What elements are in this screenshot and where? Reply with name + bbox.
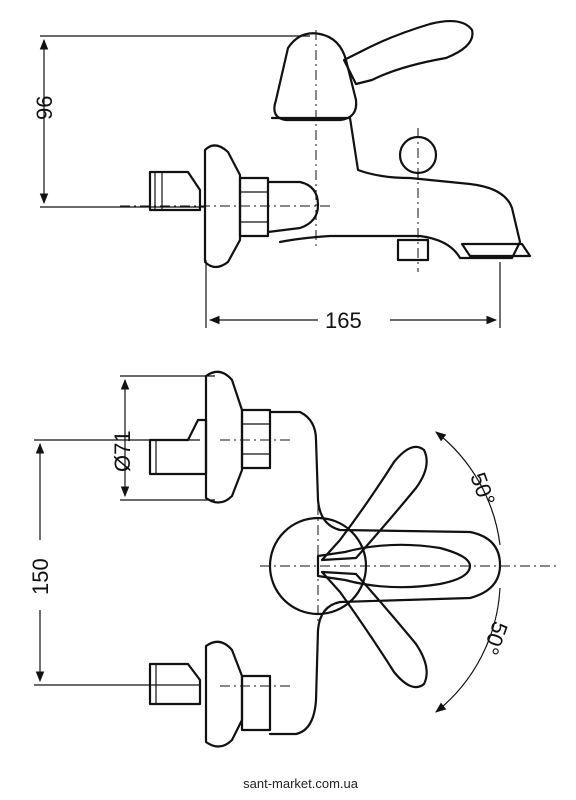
dim-96-label: 96 — [32, 96, 57, 120]
lever-rotated-up — [320, 445, 428, 562]
lower-nut — [240, 674, 272, 732]
side-view: 96 165 — [32, 19, 532, 333]
spout-body — [270, 116, 522, 260]
eccentric-connector-side — [148, 170, 202, 212]
rotation-arc-lower — [435, 587, 501, 713]
mixer-body-front — [268, 410, 502, 736]
front-view: Ø71 150 50° — [28, 370, 560, 748]
lever-rotated-down — [320, 570, 428, 689]
dim-diameter-label: Ø71 — [110, 430, 135, 472]
dim-150-label: 150 — [28, 558, 53, 595]
upper-nut — [240, 408, 272, 470]
wall-flange-side — [203, 144, 242, 269]
upper-wall-flange — [204, 370, 244, 504]
cartridge-cap-side — [273, 32, 358, 122]
lower-wall-flange — [204, 640, 244, 748]
body-side — [266, 180, 320, 234]
nut-side — [238, 176, 270, 238]
rotation-upper-label: 50° — [465, 469, 500, 509]
shower-outlet-side — [396, 238, 430, 262]
spout-outlet — [460, 242, 532, 258]
upper-eccentric — [148, 418, 208, 476]
lever-handle-side — [342, 19, 474, 86]
dim-165-label: 165 — [325, 308, 362, 333]
lower-eccentric — [148, 662, 202, 706]
watermark: sant-market.com.ua — [243, 776, 358, 791]
rotation-arc-upper — [435, 431, 501, 546]
